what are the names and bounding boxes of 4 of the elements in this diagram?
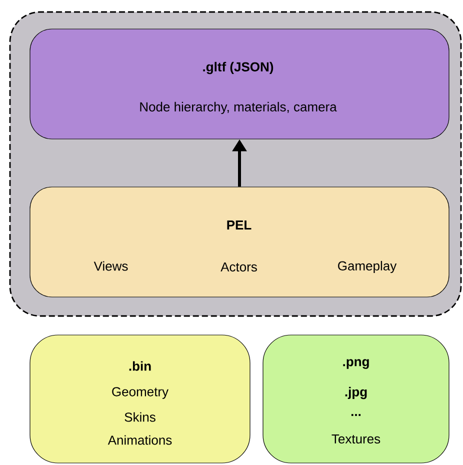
file-box: .png .jpg ... Textures (262, 334, 450, 464)
file-box: .bin Geometry Skins Animations (30, 334, 250, 464)
file-box: .gltf (JSON) Node hierarchy, materials, camera (30, 28, 450, 140)
layer-box: PEL Views Actors Gameplay (30, 186, 450, 298)
